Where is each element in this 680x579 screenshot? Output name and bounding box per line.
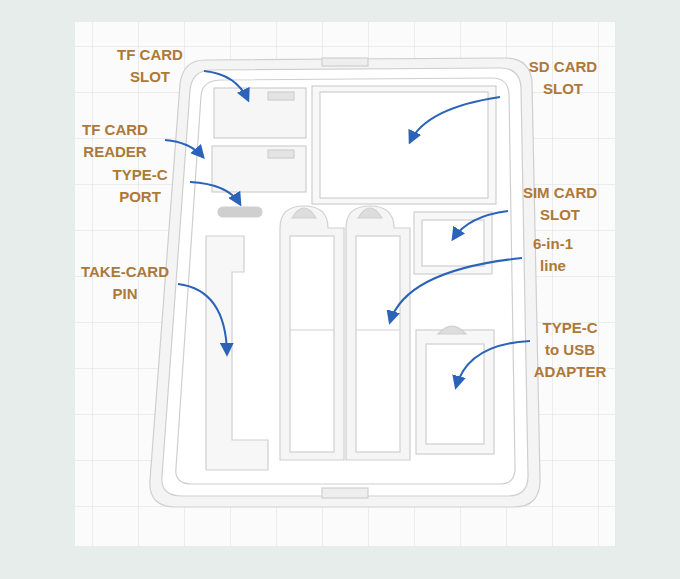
part-label: 6-in-1 line xyxy=(524,233,582,277)
tray xyxy=(150,58,540,507)
part-label: TAKE-CARD PIN xyxy=(75,261,175,305)
part-label: TYPE-C PORT xyxy=(95,164,185,208)
part-label: TF CARD READER xyxy=(65,119,165,163)
part-label: TYPE-C to USB ADAPTER xyxy=(534,317,607,383)
leader-arrows xyxy=(165,71,530,387)
part-label: TF CARD SLOT xyxy=(100,44,200,88)
part-label: SIM CARD SLOT xyxy=(510,182,610,226)
part-label: SD CARD SLOT xyxy=(513,56,613,100)
grid xyxy=(75,22,615,546)
render-ground xyxy=(75,22,615,546)
